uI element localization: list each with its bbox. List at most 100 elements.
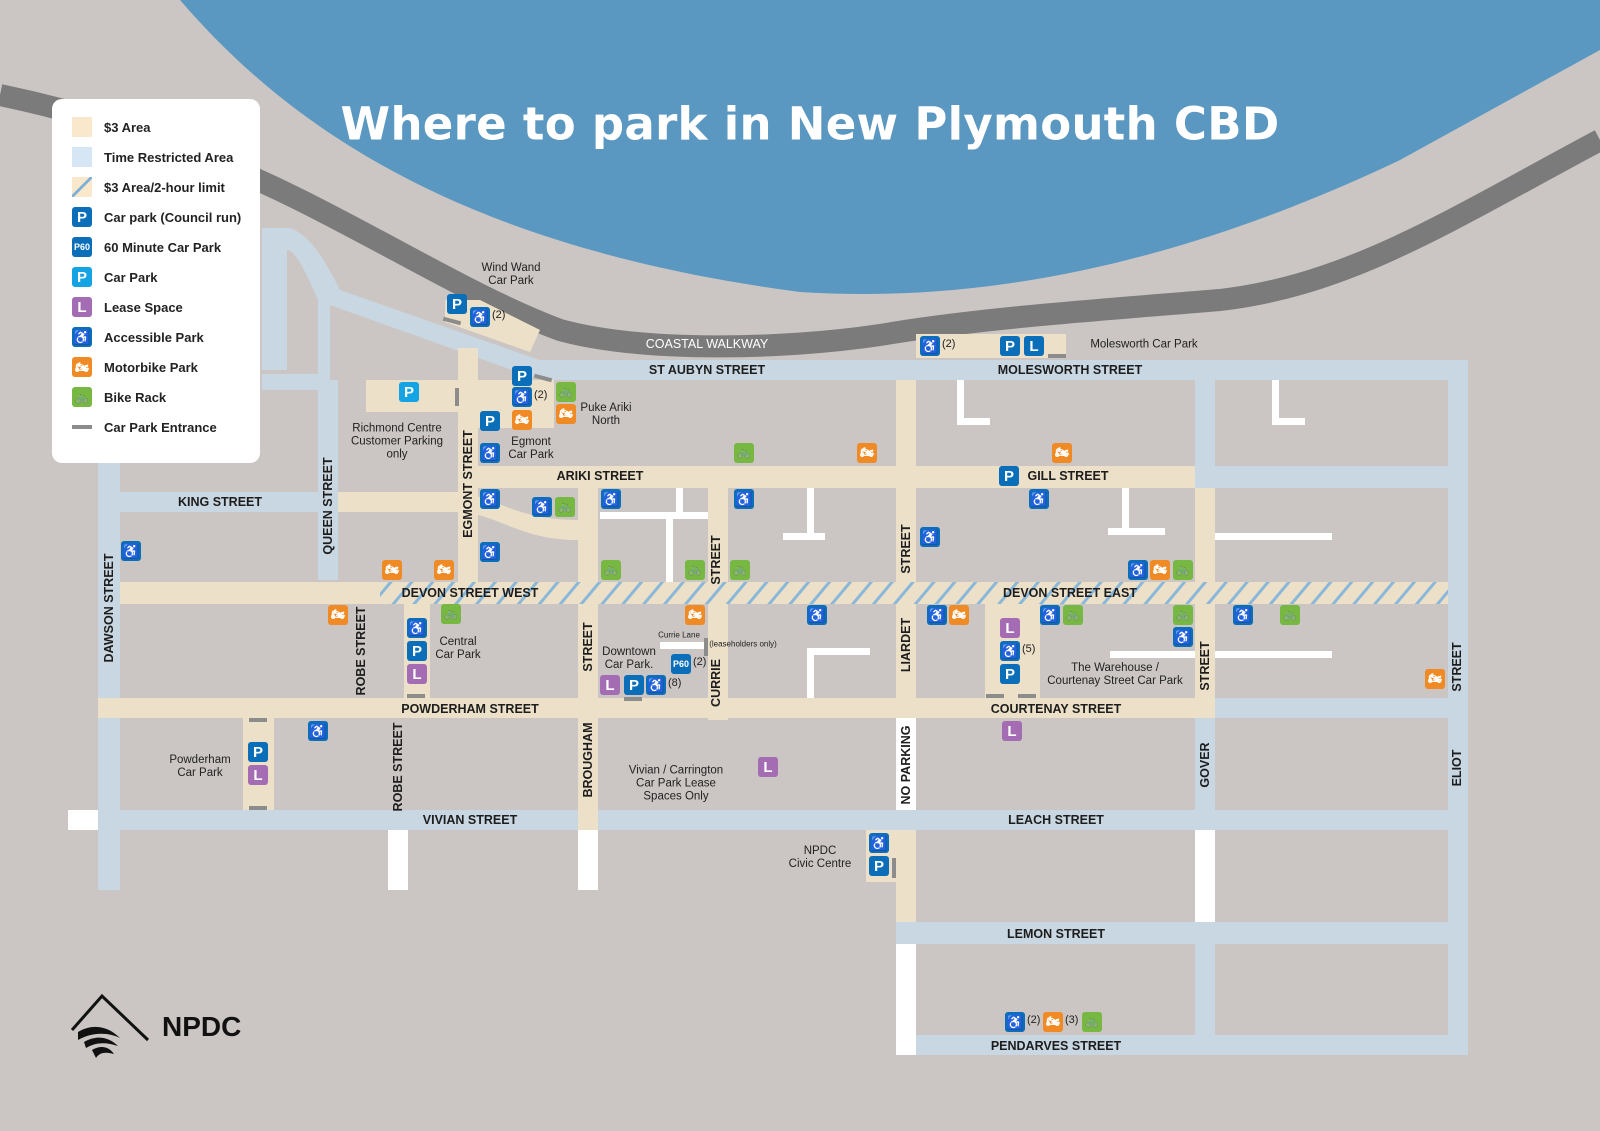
street-label: MOLESWORTH STREET — [997, 363, 1143, 377]
lease-marker[interactable]: L — [600, 675, 620, 695]
place-label-vivian-carrington: Vivian / Carrington Car Park Lease Space… — [628, 764, 724, 803]
motorbike-marker[interactable]: 🏍(3) — [1043, 1012, 1078, 1032]
accessible-marker[interactable]: ♿ — [734, 489, 754, 509]
count: (2) — [1027, 1014, 1041, 1026]
bike-marker[interactable]: 🚲 — [556, 382, 576, 402]
place-label-wind-wand: Wind Wand Car Park — [481, 262, 541, 287]
bike-marker[interactable]: 🚲 — [685, 560, 705, 580]
street-label: DAWSON STREET — [102, 553, 116, 663]
bike-marker[interactable]: 🚲 — [1063, 605, 1083, 625]
motorbike-icon: 🏍 — [1046, 1015, 1060, 1028]
legend-item-motorbike: 🏍Motorbike Park — [72, 357, 198, 377]
motorbike-marker[interactable]: 🏍 — [512, 410, 532, 430]
accessible-marker[interactable]: ♿(2) — [470, 307, 505, 327]
accessible-marker[interactable]: ♿ — [1173, 627, 1193, 647]
accessible-marker[interactable]: ♿ — [920, 527, 940, 547]
motorbike-marker[interactable]: 🏍 — [1052, 443, 1072, 463]
accessible-marker[interactable]: ♿ — [121, 541, 141, 561]
accessible-marker[interactable]: ♿(2) — [1005, 1012, 1040, 1032]
count: (2) — [693, 656, 707, 668]
accessible-marker[interactable]: ♿ — [601, 489, 621, 509]
street-label: DEVON STREET EAST — [1002, 586, 1138, 600]
car-park-marker[interactable]: P — [624, 675, 644, 695]
motorbike-marker[interactable]: 🏍 — [328, 605, 348, 625]
bike-marker[interactable]: 🚲 — [1173, 605, 1193, 625]
accessible-marker[interactable]: ♿ — [480, 489, 500, 509]
npdc-logo-text: NPDC — [162, 1011, 242, 1042]
accessible-marker[interactable]: ♿ — [1128, 560, 1148, 580]
count: (2) — [492, 309, 506, 321]
accessible-marker[interactable]: ♿(8) — [646, 675, 681, 695]
bike-marker[interactable]: 🚲 — [730, 560, 750, 580]
accessible-marker[interactable]: ♿ — [1029, 489, 1049, 509]
place-label-egmont-car-park: Egmont Car Park — [508, 436, 554, 461]
motorbike-marker[interactable]: 🏍 — [857, 443, 877, 463]
accessible-marker[interactable]: ♿ — [407, 618, 427, 638]
street-label: BROUGHAM — [581, 722, 595, 798]
accessible-marker[interactable]: ♿(5) — [1000, 641, 1035, 661]
bike-marker[interactable]: 🚲 — [734, 443, 754, 463]
lease-marker[interactable]: L — [248, 765, 268, 785]
p60-marker[interactable]: P60(2) — [671, 654, 706, 674]
street-label: COASTAL WALKWAY — [645, 337, 769, 351]
car-park-marker[interactable]: P — [407, 641, 427, 661]
car-park-marker[interactable]: P — [512, 366, 532, 386]
bike-marker[interactable]: 🚲 — [1173, 560, 1193, 580]
accessible-marker[interactable]: ♿ — [480, 443, 500, 463]
street-label: ARIKI STREET — [556, 469, 644, 483]
street-label: CURRIE — [709, 659, 723, 707]
accessible-marker[interactable]: ♿ — [480, 542, 500, 562]
street-label: STREET — [899, 524, 913, 574]
motorbike-marker[interactable]: 🏍 — [382, 560, 402, 580]
motorbike-marker[interactable]: 🏍 — [1425, 669, 1445, 689]
car-park-marker[interactable]: P — [1000, 336, 1020, 356]
accessible-marker[interactable]: ♿ — [927, 605, 947, 625]
accessible-marker[interactable]: ♿ — [532, 497, 552, 517]
bike-marker[interactable]: 🚲 — [1082, 1012, 1102, 1032]
accessible-marker[interactable]: ♿ — [308, 721, 328, 741]
car-park-icon: P — [72, 267, 92, 287]
accessible-marker[interactable]: ♿ — [1233, 605, 1253, 625]
street-label: STREET — [709, 535, 723, 585]
motorbike-icon: 🏍 — [72, 357, 92, 377]
parking-icon: P — [72, 207, 92, 227]
car-park-marker[interactable]: P — [480, 411, 500, 431]
accessible-marker[interactable]: ♿(2) — [512, 387, 547, 407]
motorbike-marker[interactable]: 🏍 — [685, 605, 705, 625]
street-label: ST AUBYN STREET — [648, 363, 766, 377]
lease-marker[interactable]: L — [407, 664, 427, 684]
motorbike-marker[interactable]: 🏍 — [1150, 560, 1170, 580]
street-label: GILL STREET — [1027, 469, 1109, 483]
private-car-park-marker[interactable]: P — [399, 382, 419, 402]
street-label: NO PARKING — [899, 725, 913, 805]
bike-marker[interactable]: 🚲 — [555, 497, 575, 517]
motorbike-marker[interactable]: 🏍 — [434, 560, 454, 580]
car-park-marker[interactable]: P — [248, 742, 268, 762]
street-label: LEACH STREET — [1008, 813, 1104, 827]
motorbike-marker[interactable]: 🏍 — [556, 404, 576, 424]
hatched-swatch — [72, 177, 92, 197]
lease-marker[interactable]: L — [1000, 618, 1020, 638]
bike-marker[interactable]: 🚲 — [601, 560, 621, 580]
car-park-marker[interactable]: P — [869, 856, 889, 876]
legend-item-entrance: Car Park Entrance — [72, 417, 217, 437]
count: (5) — [1022, 643, 1036, 655]
accessible-icon: ♿ — [513, 389, 531, 405]
bike-marker[interactable]: 🚲 — [1280, 605, 1300, 625]
car-park-marker[interactable]: P — [999, 466, 1019, 486]
lease-marker[interactable]: L — [758, 757, 778, 777]
accessible-marker[interactable]: ♿(2) — [920, 336, 955, 356]
accessible-marker[interactable]: ♿ — [869, 833, 889, 853]
lease-marker[interactable]: L — [1024, 336, 1044, 356]
car-park-marker[interactable]: P — [1000, 664, 1020, 684]
accessible-marker[interactable]: ♿ — [1040, 605, 1060, 625]
devon-street-hatched — [120, 582, 1448, 604]
motorbike-marker[interactable]: 🏍 — [949, 605, 969, 625]
bike-marker[interactable]: 🚲 — [441, 604, 461, 624]
lease-marker[interactable]: L — [1002, 721, 1022, 741]
accessible-marker[interactable]: ♿ — [807, 605, 827, 625]
car-park-marker[interactable]: P — [447, 294, 467, 314]
